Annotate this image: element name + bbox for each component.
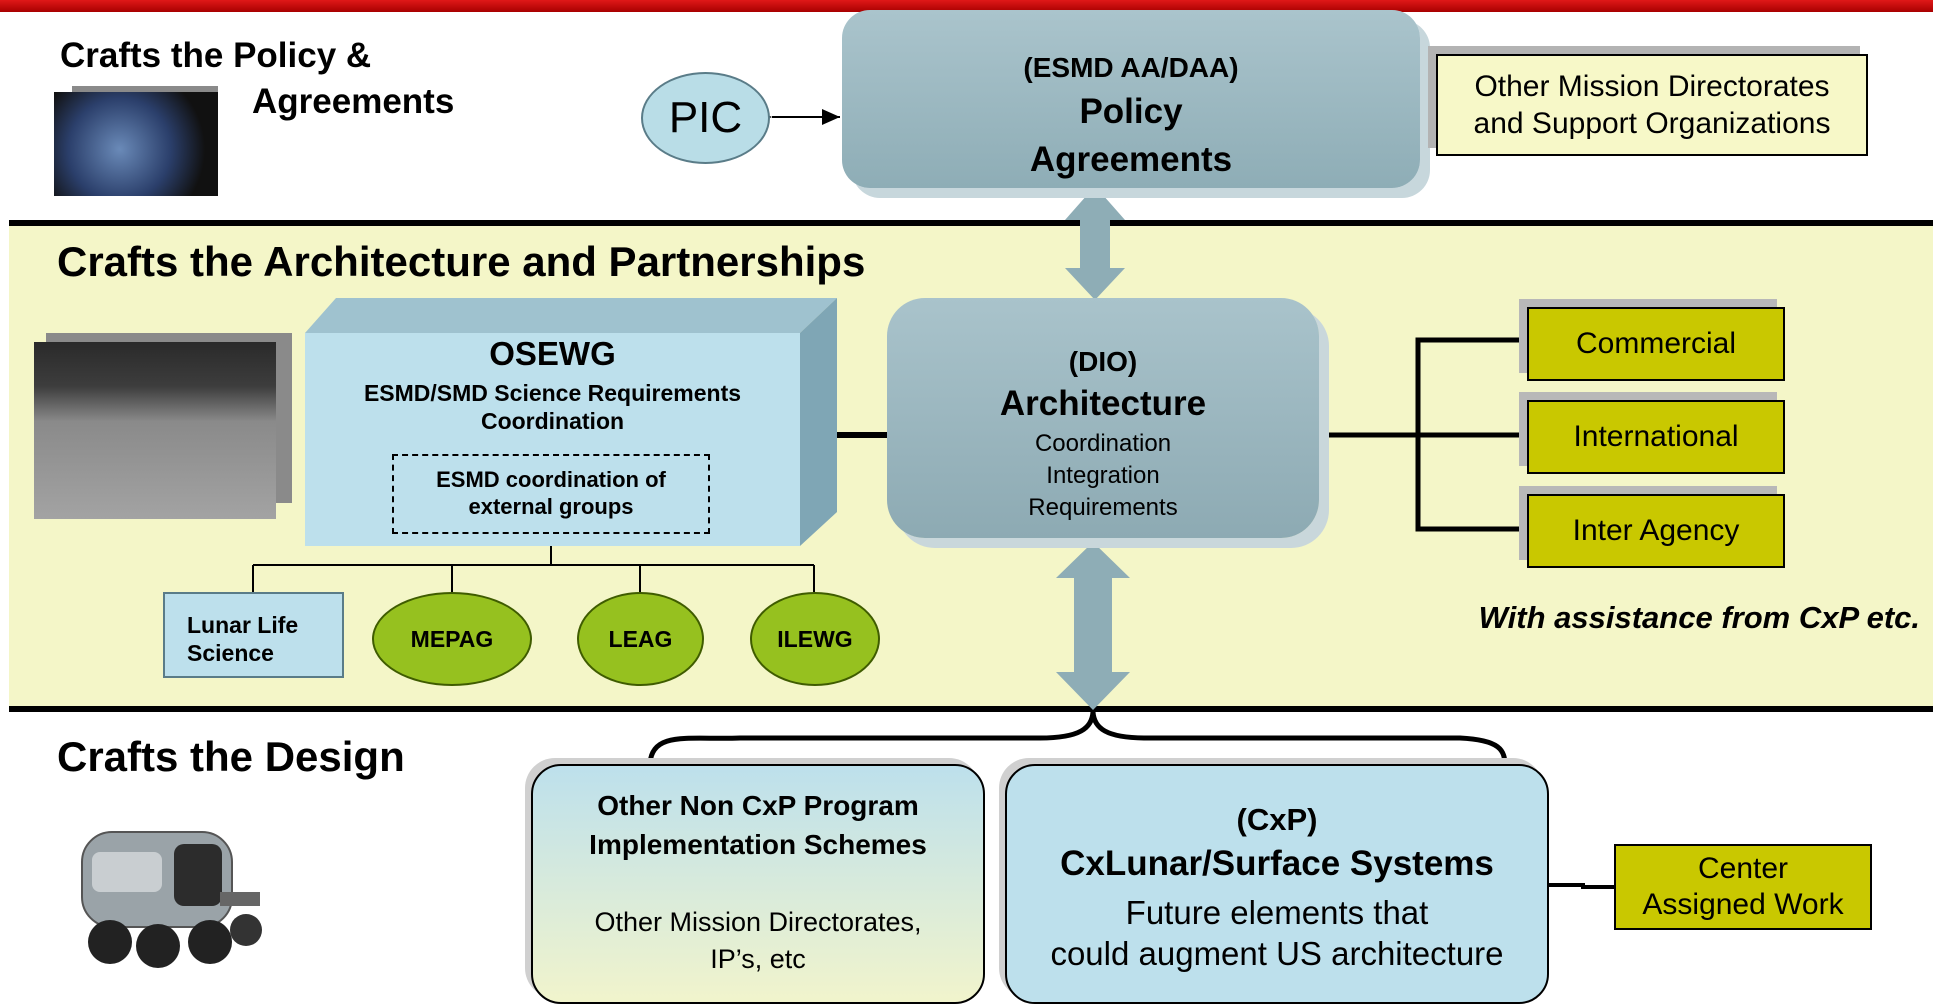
policy-heading: Crafts the Policy &	[60, 36, 372, 75]
top-red-bar	[0, 0, 1933, 12]
design-heading: Crafts the Design	[57, 733, 405, 780]
dio-architecture-box: (DIO) Architecture Coordination Integrat…	[887, 298, 1319, 538]
assistance-note: With assistance from CxP etc.	[1478, 600, 1920, 635]
cxp-center-connector	[1549, 883, 1614, 889]
osewg-box: OSEWG ESMD/SMD Science Requirements Coor…	[305, 333, 800, 546]
non-cxp-line4: IP’s, etc	[710, 943, 806, 974]
dio-design-double-arrow	[1056, 542, 1130, 710]
lunar-life-line2: Science	[187, 639, 274, 666]
non-cxp-box: Other Non CxP Program Implementation Sch…	[531, 764, 985, 1004]
osewg-title: OSEWG	[489, 335, 616, 372]
policy-box: (ESMD AA/DAA) Policy Agreements	[842, 10, 1420, 188]
design-bracket	[647, 711, 1508, 767]
center-assigned-work-box: Center Assigned Work	[1614, 844, 1872, 930]
external-groups-box: ESMD coordination of external groups	[392, 454, 710, 534]
cxp-label: (CxP)	[1236, 802, 1318, 837]
cxp-line4: could augment US architecture	[1050, 935, 1504, 973]
external-groups-line2: external groups	[468, 494, 634, 519]
other-md-arrow-shaft	[1428, 96, 1436, 106]
dio-integration: Integration	[1046, 462, 1160, 490]
handshake-photo	[54, 92, 218, 196]
partner-inter-agency: Inter Agency	[1527, 494, 1785, 568]
lunar-life-line1: Lunar Life	[187, 612, 299, 638]
other-directorates-line1: Other Mission Directorates	[1474, 69, 1830, 103]
lunar-surface-photo	[34, 342, 276, 519]
pic-ellipse: PIC	[641, 72, 770, 164]
ilewg-ellipse: ILEWG	[750, 592, 880, 686]
cxp-surface-systems-box: (CxP) CxLunar/Surface Systems Future ele…	[1005, 764, 1549, 1004]
dio-architecture-title: Architecture	[999, 384, 1207, 423]
other-directorates-line2: and Support Organizations	[1473, 107, 1831, 140]
non-cxp-line3: Other Mission Directorates,	[594, 907, 922, 938]
external-groups-line1: ESMD coordination of	[436, 467, 666, 493]
other-directorates-box: Other Mission Directorates and Support O…	[1436, 54, 1868, 156]
policy-dio-double-arrow	[1065, 186, 1125, 300]
non-cxp-line1: Other Non CxP Program	[597, 790, 919, 821]
partner-commercial: Commercial	[1527, 307, 1785, 381]
cxp-title: CxLunar/Surface Systems	[1060, 844, 1494, 883]
center-work-line2: Assigned Work	[1642, 888, 1844, 921]
osewg-subtitle-1: ESMD/SMD Science Requirements	[363, 380, 742, 406]
lunar-life-science-box: Lunar Life Science	[163, 592, 344, 678]
mepag-ellipse: MEPAG	[372, 592, 532, 686]
leag-ellipse: LEAG	[577, 592, 704, 686]
center-work-line1: Center	[1697, 852, 1789, 885]
cxp-line3: Future elements that	[1125, 894, 1429, 931]
policy-box-policy: Policy	[1079, 92, 1183, 131]
dio-coordination: Coordination	[1034, 430, 1172, 457]
architecture-heading: Crafts the Architecture and Partnerships	[57, 238, 866, 285]
policy-heading-2: Agreements	[252, 82, 455, 121]
dio-requirements: Requirements	[1028, 494, 1178, 522]
non-cxp-line2: Implementation Schemes	[589, 829, 927, 861]
policy-box-agreements: Agreements	[1029, 140, 1233, 179]
rover-image	[70, 822, 270, 972]
dio-label: (DIO)	[1068, 346, 1138, 377]
osewg-subtitle-2: Coordination	[480, 408, 625, 435]
rover-icon	[81, 831, 262, 968]
policy-box-org: (ESMD AA/DAA)	[1023, 52, 1239, 83]
partner-international: International	[1527, 400, 1785, 474]
